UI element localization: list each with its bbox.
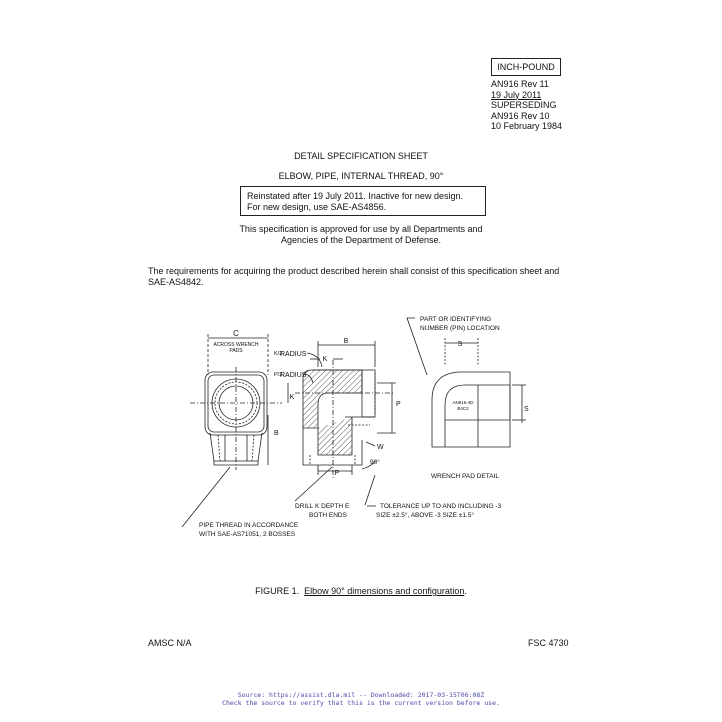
requirements-paragraph: The requirements for acquiring the produ… [148, 266, 560, 287]
source-line-2: Check the source to verify that this is … [222, 699, 500, 707]
dim-w: W [377, 444, 384, 451]
drill-note-1: DRILL K DEPTH E [295, 503, 350, 510]
wrench-pad-detail: PART OR IDENTIFYING NUMBER (PIN) LOCATIO… [406, 316, 529, 480]
source-line-1: Source: https://assist.dla.mil -- Downlo… [237, 691, 485, 699]
approval-statement: This specification is approved for use b… [0, 224, 722, 246]
angle-label: 90° [370, 458, 380, 466]
figure-caption-prefix: FIGURE 1. [255, 586, 300, 596]
doc-date: 19 July 2011 [491, 89, 542, 100]
notice-line-2: For new design, use SAE-AS4856. [247, 202, 387, 212]
wrench-pad-caption: WRENCH PAD DETAIL [431, 473, 499, 480]
document-title: DETAIL SPECIFICATION SHEET [294, 151, 428, 161]
revision-block: AN916 Rev 11 19 July 2011 SUPERSEDING AN… [491, 79, 562, 132]
dim-p-side: P [396, 401, 401, 408]
amsc-label: AMSC N/A [148, 638, 192, 648]
across-wrench-note: ACROSS WRENCH [213, 342, 258, 348]
dim-c: C [233, 329, 239, 338]
superseded-date: 10 February 1984 [491, 121, 563, 131]
radius-label-2: RADIUS [280, 372, 307, 379]
section-view: B K K/2 RADIUS P/2 RADIUS K B P P W 90° … [267, 338, 502, 519]
k-half-label: K/2 [274, 351, 282, 357]
dim-b-top: B [344, 338, 349, 345]
approval-line-1: This specification is approved for use b… [239, 224, 483, 234]
superseding-label: SUPERSEDING [491, 100, 557, 110]
classification-box: INCH-POUND [491, 58, 561, 76]
part-id-note-1: PART OR IDENTIFYING [420, 316, 491, 323]
dim-s-side: S [524, 406, 529, 413]
figure-caption: FIGURE 1. Elbow 90° dimensions and confi… [255, 586, 467, 596]
pad-marking-2: B4C2 [457, 406, 469, 411]
tolerance-note-1: TOLERANCE UP TO AND INCLUDING -3 [380, 503, 502, 510]
drill-note-2: BOTH ENDS [309, 512, 348, 519]
doc-id: AN916 Rev 11 [491, 79, 549, 89]
pads-note: PADS [229, 348, 243, 354]
dim-k-side: K [290, 394, 295, 401]
pad-marking-1: AN916-4D [452, 400, 474, 405]
figure-caption-text: Elbow 90° dimensions and configuration [304, 586, 465, 596]
dim-p-bottom: P [335, 470, 340, 477]
source-footer: Source: https://assist.dla.mil -- Downlo… [0, 691, 722, 707]
approval-line-2: Agencies of the Department of Defense. [280, 235, 442, 245]
dim-s-top: S [458, 341, 463, 348]
elbow-drawing: C ACROSS WRENCH PADS PIPE THREAD IN ACCO… [181, 316, 529, 538]
part-id-note-2: NUMBER (PIN) LOCATION [420, 325, 500, 332]
inactive-notice-box: Reinstated after 19 July 2011. Inactive … [240, 186, 486, 216]
pipe-thread-note-1: PIPE THREAD IN ACCORDANCE [199, 522, 299, 529]
dim-b-side: B [274, 430, 279, 437]
pipe-thread-note-2: WITH SAE-AS71051, 2 BOSSES [199, 531, 296, 538]
document-subtitle: ELBOW, PIPE, INTERNAL THREAD, 90° [278, 171, 444, 181]
radius-label-1: RADIUS [280, 351, 307, 358]
dim-k-top: K [323, 356, 328, 363]
superseded-id: AN916 Rev 10 [491, 110, 550, 121]
tolerance-note-2: SIZE ±2.5°, ABOVE -3 SIZE ±1.5° [376, 511, 474, 519]
fsc-label: FSC 4730 [528, 638, 569, 648]
notice-line-1: Reinstated after 19 July 2011. Inactive … [247, 191, 463, 201]
p-half-label: P/2 [274, 372, 282, 378]
front-view: C ACROSS WRENCH PADS PIPE THREAD IN ACCO… [181, 329, 299, 538]
